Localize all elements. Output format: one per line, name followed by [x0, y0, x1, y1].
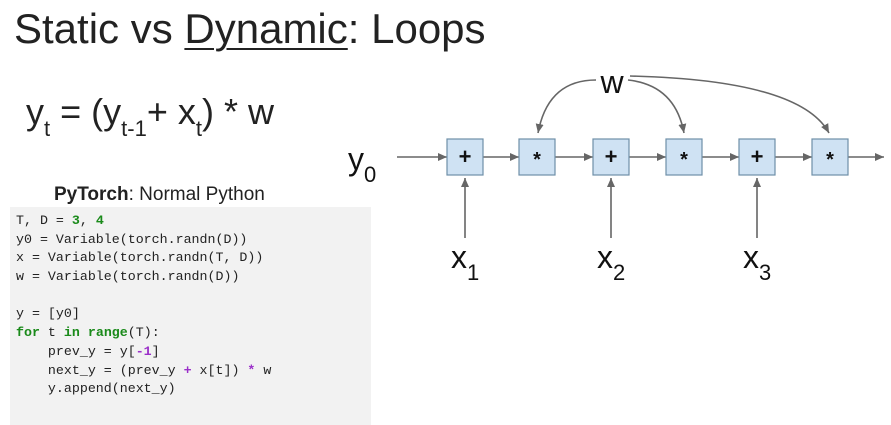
- input-label: x2: [597, 239, 625, 285]
- input-label: x3: [743, 239, 771, 285]
- title-underlined: Dynamic: [184, 5, 348, 52]
- code-token: w: [255, 362, 272, 378]
- input-label: x1: [451, 239, 479, 285]
- code-token: w = Variable(torch.randn(D)): [16, 269, 240, 285]
- code-token: t: [39, 325, 64, 341]
- weight-arrow: [629, 75, 830, 134]
- code-token: in: [63, 325, 80, 341]
- code-line: y = [y0]: [16, 305, 371, 324]
- eq-tail: ) * w: [201, 91, 274, 132]
- op-node: [518, 138, 556, 176]
- input-label-base: x: [451, 239, 467, 275]
- code-token: ,: [79, 213, 96, 228]
- code-token: +: [183, 362, 192, 378]
- initial-state-label: y0: [348, 141, 376, 187]
- code-token: T, D =: [16, 213, 72, 228]
- code-line: y.append(next_y): [16, 380, 371, 399]
- slide-title: Static vs Dynamic: Loops: [14, 4, 486, 54]
- op-node: [665, 138, 703, 176]
- code-line: prev_y = y[-1]: [16, 343, 371, 362]
- op-node-label: *: [826, 149, 834, 171]
- code-caption-rest: : Normal Python: [128, 184, 265, 205]
- code-token: (T):: [127, 325, 160, 341]
- weight-label: w: [599, 64, 624, 100]
- op-node-label: *: [533, 149, 541, 171]
- code-token: x[t]): [191, 362, 248, 378]
- weight-arrow: [535, 79, 597, 134]
- weight-arrow: [627, 79, 687, 134]
- op-node-label: +: [751, 144, 764, 169]
- input-label-base: x: [597, 239, 613, 275]
- code-line: w = Variable(torch.randn(D)): [16, 268, 371, 287]
- code-token: *: [247, 362, 256, 378]
- op-node-label: +: [459, 144, 472, 169]
- title-suffix: : Loops: [347, 5, 486, 52]
- code-token: for: [16, 325, 40, 341]
- code-line: y0 = Variable(torch.randn(D)): [16, 231, 371, 250]
- code-line: x = Variable(torch.randn(T, D)): [16, 249, 371, 268]
- op-node-label: *: [680, 149, 688, 171]
- code-token: x = Variable(torch.randn(T, D)): [16, 250, 264, 266]
- code-token: 4: [95, 213, 104, 228]
- title-prefix: Static vs: [14, 5, 185, 52]
- code-line: T, D = 3, 4: [16, 212, 371, 231]
- code-token: next_y = (prev_y: [16, 362, 184, 378]
- input-label-base: x: [743, 239, 759, 275]
- code-token: ]: [151, 343, 160, 359]
- code-token: y0 = Variable(torch.randn(D)): [16, 231, 248, 247]
- initial-state-base: y: [348, 141, 364, 177]
- input-label-sub: 3: [759, 260, 771, 285]
- eq-plus-x: + x: [146, 91, 196, 132]
- eq-y: y: [26, 91, 44, 132]
- eq-x-sub: t: [195, 116, 202, 141]
- code-line: for t in range(T):: [16, 324, 371, 343]
- op-node: [738, 138, 776, 176]
- input-label-sub: 2: [613, 260, 625, 285]
- recurrence-equation: yt = (yt-1+ xt) * w: [26, 90, 274, 141]
- code-token: 3: [71, 213, 80, 228]
- code-token: y = [y0]: [16, 306, 80, 322]
- eq-y-sub: t: [44, 116, 51, 141]
- code-caption-bold: PyTorch: [54, 184, 129, 205]
- op-node-label: +: [605, 144, 618, 169]
- input-label-sub: 1: [467, 260, 479, 285]
- code-line: next_y = (prev_y + x[t]) * w: [16, 362, 371, 381]
- op-node: [592, 138, 630, 176]
- code-token: prev_y = y[: [16, 343, 136, 359]
- code-token: y.append(next_y): [16, 381, 176, 397]
- eq-prev-sub: t-1: [121, 116, 147, 141]
- code-token: range: [87, 325, 128, 341]
- initial-state-sub: 0: [364, 162, 376, 187]
- op-node: [446, 138, 484, 176]
- code-caption: PyTorch: Normal Python: [54, 183, 265, 207]
- op-node: [811, 138, 849, 176]
- code-token: -1: [135, 343, 152, 359]
- eq-mid: = (y: [50, 91, 122, 132]
